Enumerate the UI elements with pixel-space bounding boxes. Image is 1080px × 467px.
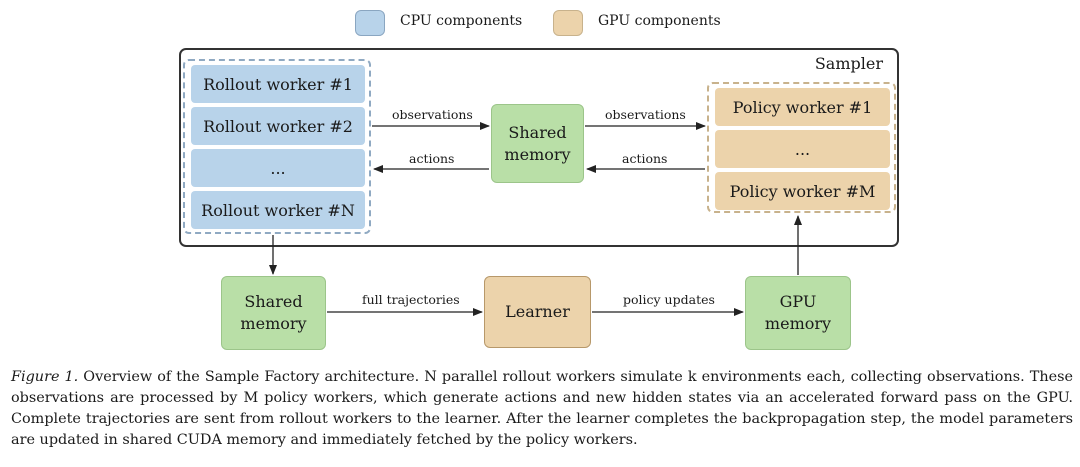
rollout-worker-1: Rollout worker #1 <box>191 65 365 103</box>
policy-worker-m: Policy worker #M <box>715 172 890 210</box>
legend-cpu-swatch <box>355 10 385 36</box>
rollout-worker-2: Rollout worker #2 <box>191 107 365 145</box>
figure-caption: Figure 1. Overview of the Sample Factory… <box>11 367 1073 451</box>
bottom-shared-memory: Shared memory <box>221 276 326 350</box>
policy-workers-group: Policy worker #1 ... Policy worker #M <box>707 82 896 213</box>
rollout-workers-group: Rollout worker #1 Rollout worker #2 ... … <box>183 59 371 234</box>
label-actions-right: actions <box>622 151 668 166</box>
caption-figure-label: Figure 1. <box>11 369 79 385</box>
legend-gpu-label: GPU components <box>598 13 721 29</box>
policy-worker-ellipsis: ... <box>715 130 890 168</box>
label-full-trajectories: full trajectories <box>362 292 460 307</box>
sampler-container: Sampler <box>179 48 899 247</box>
caption-text: Overview of the Sample Factory architect… <box>11 369 1074 448</box>
gpu-memory-box: GPU memory <box>745 276 851 350</box>
label-actions-left: actions <box>409 151 455 166</box>
sampler-shared-memory: Shared memory <box>491 104 584 183</box>
label-policy-updates: policy updates <box>623 292 715 307</box>
label-obs-left: observations <box>392 107 473 122</box>
learner-box: Learner <box>484 276 591 348</box>
label-obs-right: observations <box>605 107 686 122</box>
legend-gpu-swatch <box>553 10 583 36</box>
rollout-worker-ellipsis: ... <box>191 149 365 187</box>
rollout-worker-n: Rollout worker #N <box>191 191 365 229</box>
legend-cpu-label: CPU components <box>400 13 523 29</box>
sampler-title: Sampler <box>814 54 883 73</box>
policy-worker-1: Policy worker #1 <box>715 88 890 126</box>
